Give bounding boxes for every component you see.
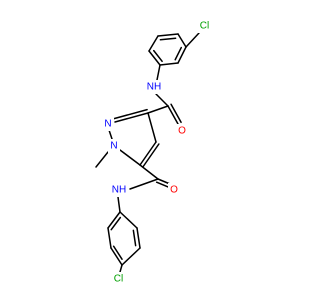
top-ring-bond-2 [148, 50, 161, 66]
bottom-ring-inner-bond-b [112, 245, 123, 260]
atom-n-ring-2-label: N [104, 119, 111, 130]
top-ring-bond-4 [157, 33, 179, 37]
bottom-nh-to-ring-bond [117, 196, 121, 213]
top-ring-inner-bond-a [174, 46, 183, 61]
bottom-cl-bond [119, 264, 123, 273]
pyrazole-n2-n1-bond [108, 129, 113, 140]
atom-o-bottom: O [168, 183, 180, 197]
atom-cl-top-label: Cl [200, 21, 209, 32]
atom-cl-bottom: Cl [110, 272, 127, 286]
bond-layer [95, 32, 200, 273]
atom-n-ring-1-label: N [110, 141, 117, 152]
top-ring-bond-3 [148, 35, 159, 52]
top-ring-bond-1 [159, 62, 179, 66]
atom-n-ring-1: N [108, 139, 120, 153]
atom-o-top-label: O [178, 126, 186, 137]
top-nh-to-carbonyl-bond [155, 93, 169, 107]
pyrazole-c3-n2-double [113, 108, 148, 120]
atom-cl-bottom-label: Cl [114, 274, 123, 285]
atom-label-layer: Cl NH O N N O NH Cl [102, 19, 213, 286]
atom-n-ring-2: N [102, 117, 114, 131]
bottom-ring-bond-4 [136, 227, 141, 249]
structure-diagram: Cl NH O N N O NH Cl [95, 19, 213, 286]
top-carbonyl-to-ring-bond [147, 105, 169, 114]
top-ring-inner-bond-b [153, 49, 163, 63]
pyrazole-c4-c3-bond [147, 112, 157, 143]
atom-cl-top: Cl [196, 19, 213, 33]
bottom-ring-bond-3 [121, 247, 141, 266]
bottom-carbonyl-bond-b [155, 181, 170, 188]
bottom-ring-bond-1 [107, 227, 112, 249]
top-cl-bond [185, 32, 200, 48]
pyrazole-c5-c4-bond [139, 141, 157, 166]
atom-o-bottom-label: O [170, 185, 178, 196]
pyrazole-n1-c5-bond [119, 149, 141, 166]
pyrazole-c5-c4-double [142, 143, 160, 168]
bottom-ring-bond-2 [110, 247, 123, 266]
bottom-carbonyl-to-ring-bond [139, 164, 159, 180]
atom-nh-top-label: NH [147, 82, 161, 93]
atom-nh-top: NH [144, 80, 164, 94]
pyrazole-c3-n2-bond [114, 112, 149, 123]
atom-nh-bottom: NH [109, 183, 129, 197]
atom-o-top: O [176, 124, 188, 138]
top-ring-inner-bond-c [159, 37, 177, 41]
top-carbonyl-bond-b [170, 103, 182, 124]
top-ring-bond-5 [177, 33, 187, 48]
top-ring-bond-0 [177, 46, 187, 64]
atom-nh-bottom-label: NH [112, 185, 126, 196]
bottom-ring-bond-0 [107, 211, 121, 229]
top-ring-to-nh-bond [156, 64, 161, 81]
n-methyl-bond [95, 151, 109, 168]
bottom-ring-inner-bond-a [110, 216, 122, 231]
bottom-carbonyl-to-nh-bond [129, 178, 159, 190]
top-carbonyl-bond-a [167, 105, 179, 125]
bottom-ring-bond-5 [119, 211, 138, 229]
bottom-ring-inner-bond-c [132, 229, 137, 247]
